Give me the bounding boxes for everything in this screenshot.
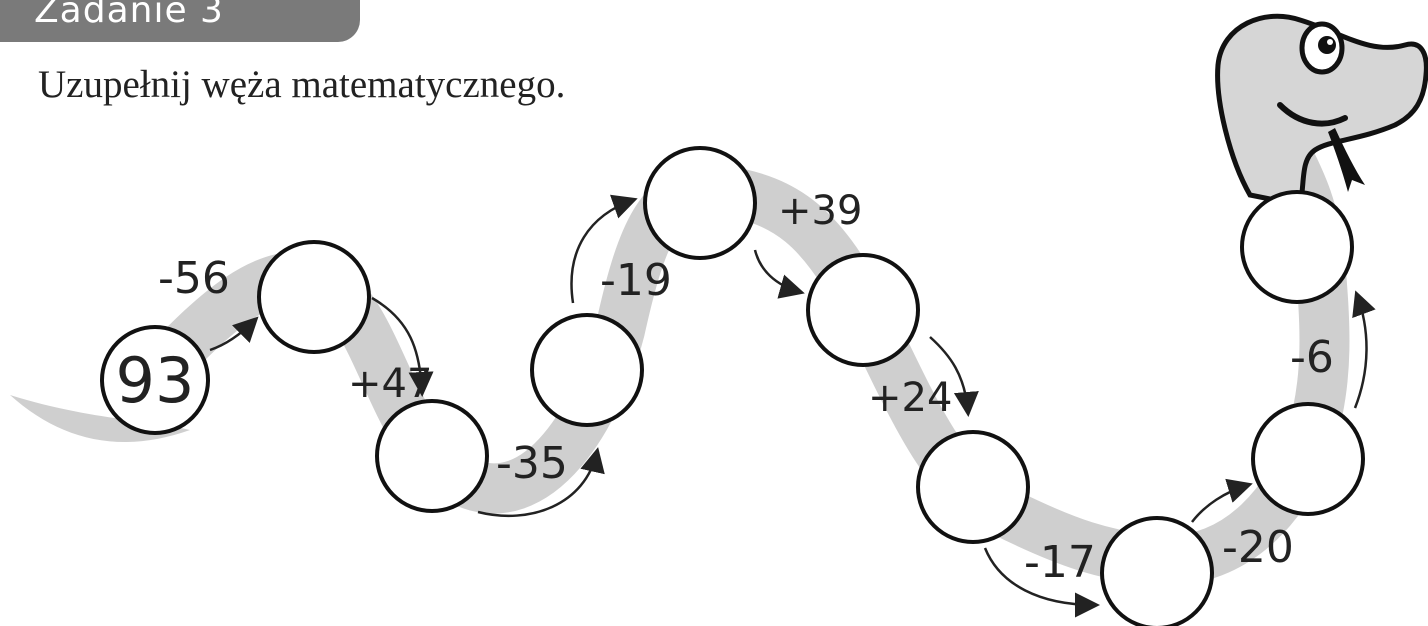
op-1: -56	[158, 253, 230, 304]
answer-circle-2[interactable]	[375, 399, 489, 513]
op-8: -20	[1222, 522, 1294, 573]
answer-circle-4[interactable]	[643, 146, 757, 260]
arrow-2	[371, 296, 434, 397]
op-5: +39	[778, 188, 862, 234]
flow-arrows	[209, 194, 1376, 618]
answer-circle-5[interactable]	[806, 253, 920, 367]
answer-circle-8[interactable]	[1251, 402, 1365, 516]
arrow-1	[209, 316, 259, 352]
op-7: -17	[1024, 537, 1096, 588]
answer-circle-3[interactable]	[530, 313, 644, 427]
answer-circle-1[interactable]	[257, 240, 371, 354]
answer-circle-6[interactable]	[916, 430, 1030, 544]
op-2: +47	[348, 361, 432, 407]
op-3: -35	[496, 438, 568, 489]
op-4: -19	[600, 255, 672, 306]
start-circle: 93	[100, 325, 210, 435]
arrow-5	[753, 249, 805, 299]
answer-circle-9[interactable]	[1240, 190, 1354, 304]
arrow-9	[1352, 290, 1376, 409]
task-instruction: Uzupełnij węża matematycznego.	[38, 63, 566, 106]
snake-head	[1215, 13, 1428, 208]
arrow-4	[570, 194, 638, 304]
arrow-8	[1191, 478, 1253, 523]
task-header: Zadanie 3	[0, 0, 360, 42]
answer-circle-7[interactable]	[1100, 516, 1214, 626]
arrow-3	[477, 447, 605, 517]
snake-eye-icon	[1299, 21, 1345, 75]
arrow-6	[929, 336, 979, 417]
op-9: -6	[1290, 332, 1334, 383]
op-6: +24	[868, 375, 952, 421]
start-value: 93	[116, 344, 195, 417]
arrow-7	[983, 547, 1100, 618]
task-label: Zadanie 3	[34, 0, 224, 31]
